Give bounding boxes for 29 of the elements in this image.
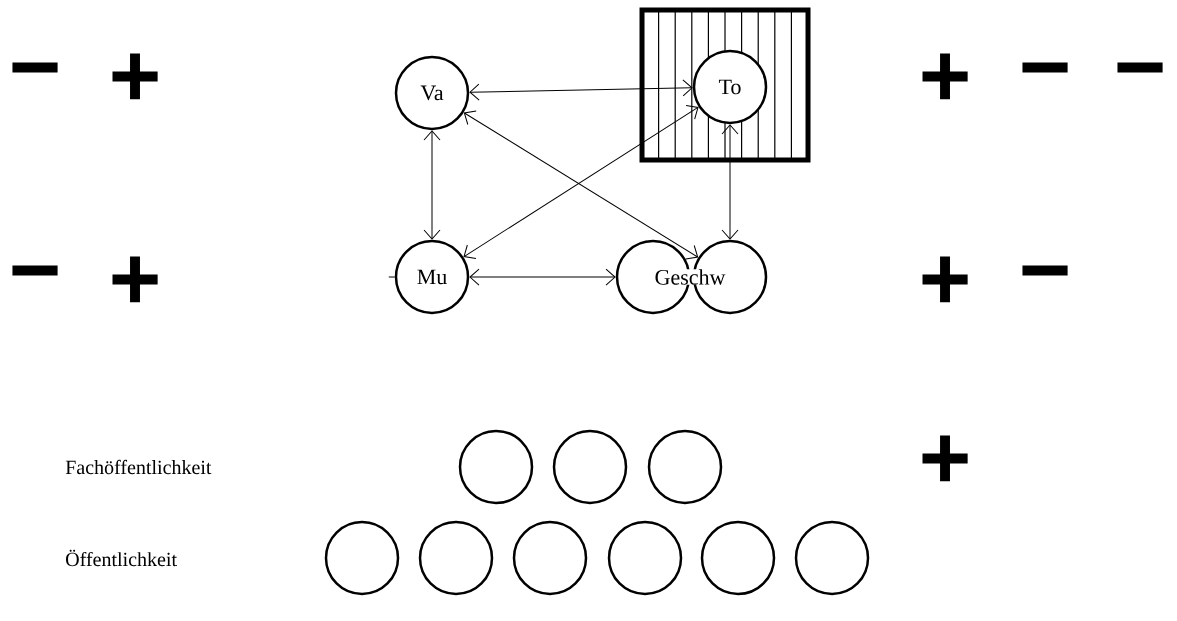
circle-node: Mu bbox=[394, 239, 470, 315]
circle bbox=[794, 520, 870, 596]
sign-symbol: + bbox=[112, 256, 158, 303]
arrow bbox=[721, 124, 739, 240]
sign-symbol: + bbox=[922, 53, 968, 100]
sign-symbol: − bbox=[1022, 62, 1068, 73]
circle bbox=[552, 429, 628, 505]
circle-node: Va bbox=[394, 55, 470, 131]
circle bbox=[458, 429, 534, 505]
circle bbox=[607, 520, 683, 596]
circle bbox=[647, 429, 723, 505]
row-label: Öffentlichkeit bbox=[66, 549, 177, 567]
sign-symbol: + bbox=[922, 256, 968, 303]
row-label: Fachöffentlichkeit bbox=[65, 459, 212, 475]
circle-node: Geschw bbox=[615, 239, 726, 315]
circle bbox=[418, 520, 494, 596]
arrow bbox=[469, 79, 693, 101]
arrow bbox=[469, 268, 616, 286]
arrow bbox=[423, 130, 441, 240]
circle bbox=[512, 520, 588, 596]
circle-node: To bbox=[692, 49, 768, 125]
sign-symbol: + bbox=[112, 53, 158, 100]
sign-symbol: − bbox=[12, 62, 58, 73]
sign-symbol: − bbox=[12, 265, 58, 276]
sign-symbol: − bbox=[1117, 62, 1163, 73]
sign-symbol: + bbox=[922, 435, 968, 482]
circle bbox=[700, 520, 776, 596]
circle bbox=[324, 520, 400, 596]
sign-symbol: − bbox=[1022, 265, 1068, 276]
